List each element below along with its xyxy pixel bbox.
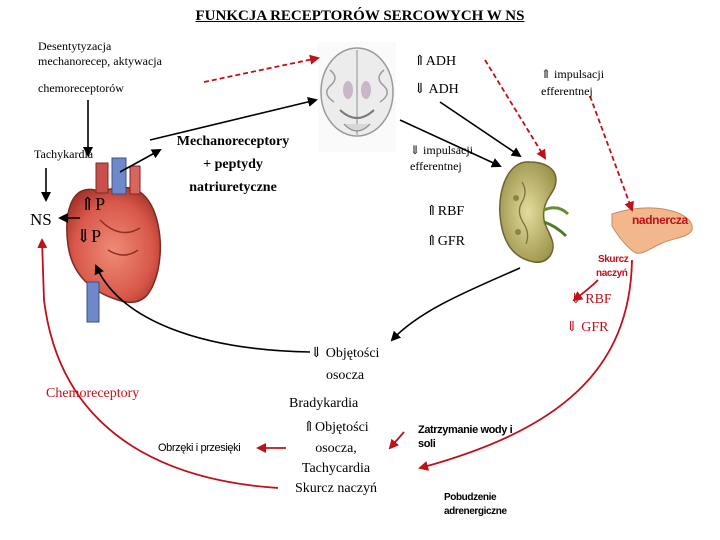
mechanoreceptors-label-line1: Mechanoreceptory [176, 134, 290, 149]
impulse-down-label-line1: ⇓ impulsacji [410, 143, 474, 157]
adh-up-label: ⇑ADH [414, 54, 457, 69]
red-arrow-zatrzymanie [388, 431, 405, 450]
rbf-down-label: ⇓ RBF [570, 292, 612, 307]
arrow-adh-kidney [439, 101, 522, 158]
pressure-down-label: ⇓P [76, 226, 102, 246]
volume-up-label-line2: osocza, [315, 441, 357, 456]
impulse-down-label-line2: efferentnej [410, 159, 462, 173]
chemoreceptors-label: Chemoreceptory [46, 386, 140, 401]
rbf-up-label: ⇑RBF [426, 204, 465, 219]
retention-label-line1: Zatrzymanie wody i [418, 424, 513, 436]
gfr-down-label: ⇓ GFR [566, 320, 609, 335]
impulse-up-label-line1: ⇑ impulsacji [541, 67, 605, 81]
red-arrow-big-left [37, 238, 279, 489]
vasoconstriction-label-line2: naczyń [596, 268, 628, 279]
brain-illustration [318, 42, 396, 152]
ns-label: NS [30, 210, 52, 229]
adrenal-gland-illustration [611, 207, 693, 254]
arrow-kidney-volume [390, 267, 521, 342]
arrow-heart-mechano [119, 149, 162, 173]
page-title: FUNKCJA RECEPTORÓW SERCOWYCH W NS [195, 8, 525, 24]
mechanoreceptors-label-line3: natriuretyczne [189, 180, 277, 195]
volume-down-label-line2: osocza [325, 368, 365, 383]
volume-down-label-line1: ⇓ Objętości [310, 346, 380, 361]
arrow-volume-heart [94, 264, 311, 353]
red-arrow-adh-kidney [484, 59, 547, 160]
impulse-up-label-line2: efferentnej [541, 84, 593, 98]
adrenergic-label-line2: adrenergiczne [444, 506, 507, 517]
heart-illustration [66, 157, 161, 323]
adrenal-label: nadnercza [632, 213, 688, 227]
red-arrow-big-right [418, 259, 633, 471]
red-arrow-skurcz [572, 279, 599, 302]
kidney-illustration [499, 161, 570, 263]
desensitization-label-line2: mechanorecep, aktywacja [38, 54, 162, 68]
vasoconstriction-label-line1: Skurcz [598, 254, 629, 265]
red-arrow-desens-adh [203, 54, 320, 83]
adh-down-label: ⇓ ADH [414, 82, 459, 97]
pressure-up-label: ⇑P [80, 194, 106, 214]
desensitization-label-line1: Desentytyzacja [38, 39, 112, 53]
mechanoreceptors-label-line2: + peptydy [203, 157, 263, 172]
black-arrows [41, 97, 522, 353]
volume-up-label-line1: ⇑Objętości [303, 420, 369, 435]
bradycardia-label: Bradykardia [289, 396, 359, 411]
tachycardia-label: Tachycardia [301, 461, 371, 476]
chemoreceptors-top-label: chemoreceptorów [38, 81, 124, 95]
vasoconstriction-bottom-label: Skurcz naczyń [294, 481, 378, 496]
red-arrow-impulse-adrenal [589, 95, 634, 212]
tachykardia-label: Tachykardia [34, 147, 94, 161]
retention-label-line2: soli [418, 438, 436, 450]
gfr-up-label: ⇑GFR [426, 234, 465, 249]
arrow-mechano-brain [149, 97, 318, 141]
arrow-brain-kidney [399, 119, 502, 168]
red-arrows [37, 54, 634, 489]
edema-label: Obrzęki i przesięki [158, 442, 241, 454]
adrenergic-label-line1: Pobudzenie [444, 492, 497, 503]
